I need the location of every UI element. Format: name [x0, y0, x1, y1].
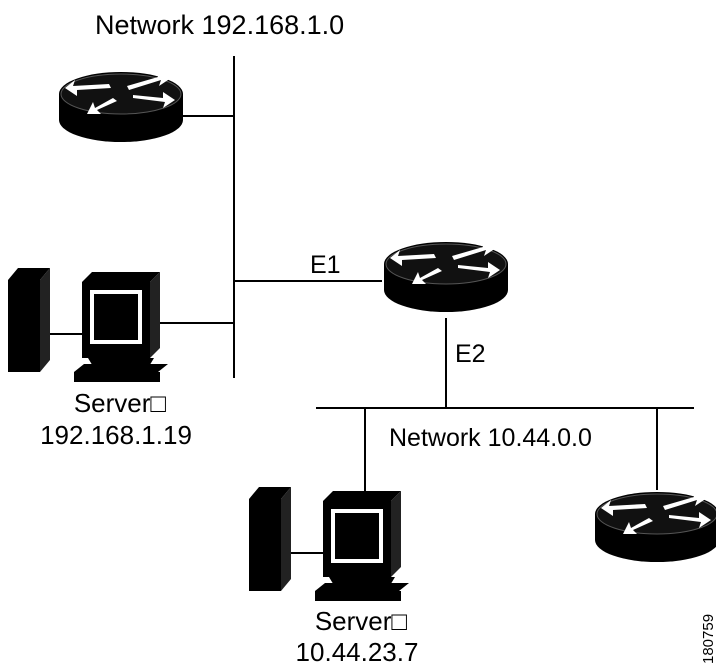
server-left-address: 192.168.1.19 [40, 420, 192, 450]
router-center-icon [383, 241, 509, 313]
network-bottom-label: Network 10.44.0.0 [389, 424, 592, 452]
server-left-name: Server□ [74, 388, 167, 418]
e2-label: E2 [455, 340, 486, 368]
network-top-label: Network 192.168.1.0 [95, 10, 344, 40]
figure-id: 180759 [700, 614, 716, 664]
e1-label: E1 [310, 251, 341, 279]
server-bottom-icon [248, 486, 410, 602]
server-left-icon [7, 267, 169, 383]
router-top-icon [58, 71, 184, 143]
server-bottom-address: 10.44.23.7 [296, 637, 419, 666]
router-bottom-icon [594, 491, 716, 563]
server-bottom-name: Server□ [315, 606, 408, 636]
